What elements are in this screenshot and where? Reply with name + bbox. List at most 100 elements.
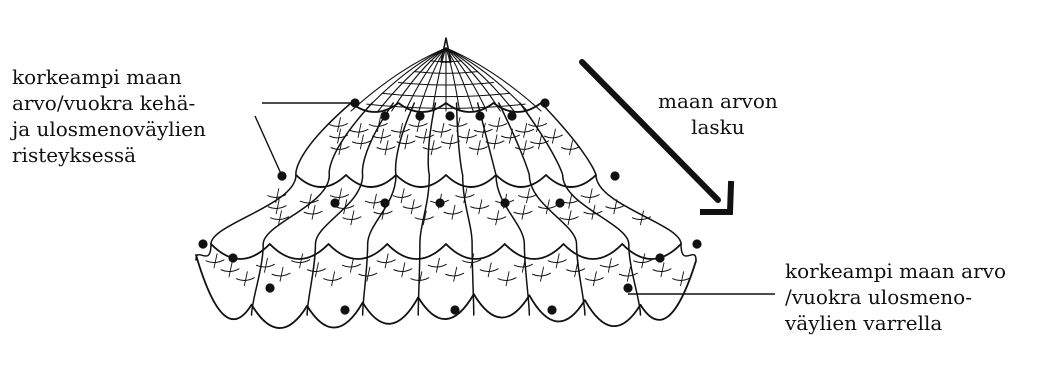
intersection-node <box>228 253 237 262</box>
surface-hatch <box>614 200 617 214</box>
label-line: /vuokra ulosmeno- <box>785 284 1006 310</box>
surface-hatch <box>681 272 684 286</box>
intersection-node <box>445 111 454 120</box>
surface-hatch <box>568 211 571 225</box>
ring-road-line <box>296 175 596 187</box>
intersection-node <box>507 111 516 120</box>
surface-hatch <box>373 194 376 208</box>
intersection-node <box>415 111 424 120</box>
surface-hatch <box>360 135 363 149</box>
intersection-node <box>547 305 556 314</box>
surface-hatch <box>229 263 232 277</box>
surface-hatch <box>385 254 388 268</box>
surface-hatch <box>424 129 427 143</box>
surface-hatch <box>401 189 404 203</box>
surface-hatch <box>556 254 559 268</box>
label-line: maan arvon <box>658 88 778 114</box>
radial-road-line <box>307 103 393 315</box>
intersection-node <box>340 305 349 314</box>
leader-line-left-corner <box>255 116 282 176</box>
label-along-radial-roads: korkeampi maan arvo /vuokra ulosmeno- vä… <box>785 258 1006 336</box>
surface-hatch <box>214 254 217 268</box>
surface-hatch <box>575 263 578 277</box>
surface-hatch <box>411 200 414 214</box>
label-land-value-decline: maan arvon lasku <box>658 88 778 140</box>
surface-hatch <box>488 263 491 277</box>
surface-hatch <box>367 267 370 281</box>
surface-hatch <box>264 258 267 272</box>
surface-hatch <box>479 200 482 214</box>
surface-hatch <box>640 211 643 225</box>
radial-road-line <box>478 103 530 315</box>
surface-hatch <box>454 267 457 281</box>
surface-hatch <box>496 211 499 225</box>
surface-hatch <box>244 272 247 286</box>
label-line: korkeampi maan arvo <box>785 258 1006 284</box>
surface-hatch <box>315 263 318 277</box>
intersection-node <box>655 253 664 262</box>
label-line: arvo/vuokra kehä- <box>12 90 206 116</box>
surface-hatch <box>385 141 388 155</box>
surface-hatch <box>541 267 544 281</box>
surface-hatch <box>522 205 525 219</box>
surface-hatch <box>276 189 279 203</box>
surface-hatch <box>524 123 527 137</box>
surface-hatch <box>332 272 335 286</box>
surface-hatch <box>608 258 611 272</box>
surface-hatch <box>312 205 315 219</box>
ring-road-line <box>211 244 681 259</box>
intersection-node <box>623 283 632 292</box>
surface-hatch <box>350 258 353 272</box>
intersection-node <box>450 305 459 314</box>
intersection-node <box>265 283 274 292</box>
surface-hatch <box>338 129 341 143</box>
surface-hatch <box>337 118 340 132</box>
surface-hatch <box>506 272 509 286</box>
radial-road-line <box>457 103 474 315</box>
label-line: ja ulosmenoväylien <box>12 116 206 142</box>
intersection-node <box>380 198 389 207</box>
surface-hatch <box>494 135 497 149</box>
intersection-node <box>692 239 701 248</box>
intersection-node <box>435 198 444 207</box>
intersection-node <box>555 198 564 207</box>
surface-hatch <box>642 254 645 268</box>
surface-hatch <box>402 263 405 277</box>
surface-hatch <box>358 123 361 137</box>
surface-hatch <box>552 129 555 143</box>
web-radial-line <box>446 48 514 111</box>
surface-hatch <box>449 135 452 149</box>
surface-hatch <box>589 189 592 203</box>
label-line: korkeampi maan <box>12 64 206 90</box>
surface-hatch <box>280 267 283 281</box>
web-radial-line <box>378 48 446 111</box>
surface-hatch <box>431 141 434 155</box>
intersection-node <box>500 198 509 207</box>
surface-hatch <box>466 129 469 143</box>
intersection-node <box>198 239 207 248</box>
label-ring-radial-intersection: korkeampi maan arvo/vuokra kehä- ja ulos… <box>12 64 206 168</box>
label-line: väylien varrella <box>785 310 1006 336</box>
surface-hatch <box>509 129 512 143</box>
intersection-node <box>610 171 619 180</box>
intersection-node <box>540 98 549 107</box>
surface-hatch <box>523 141 526 155</box>
surface-hatch <box>526 189 529 203</box>
surface-hatch <box>627 267 630 281</box>
surface-hatch <box>405 135 408 149</box>
surface-hatch <box>661 263 664 277</box>
radial-road-line <box>363 103 415 315</box>
surface-hatch <box>497 118 500 132</box>
surface-hatch <box>441 123 444 137</box>
surface-hatch <box>452 205 455 219</box>
surface-hatch <box>436 258 439 272</box>
intersection-node <box>475 111 484 120</box>
radial-road-line <box>418 103 435 315</box>
surface-hatch <box>569 141 572 155</box>
surface-hatch <box>593 272 596 286</box>
surface-hatch <box>477 141 480 155</box>
surface-hatch <box>276 200 279 214</box>
intersection-node <box>380 111 389 120</box>
label-line: lasku <box>658 114 778 140</box>
label-line: risteyksessä <box>12 142 206 168</box>
